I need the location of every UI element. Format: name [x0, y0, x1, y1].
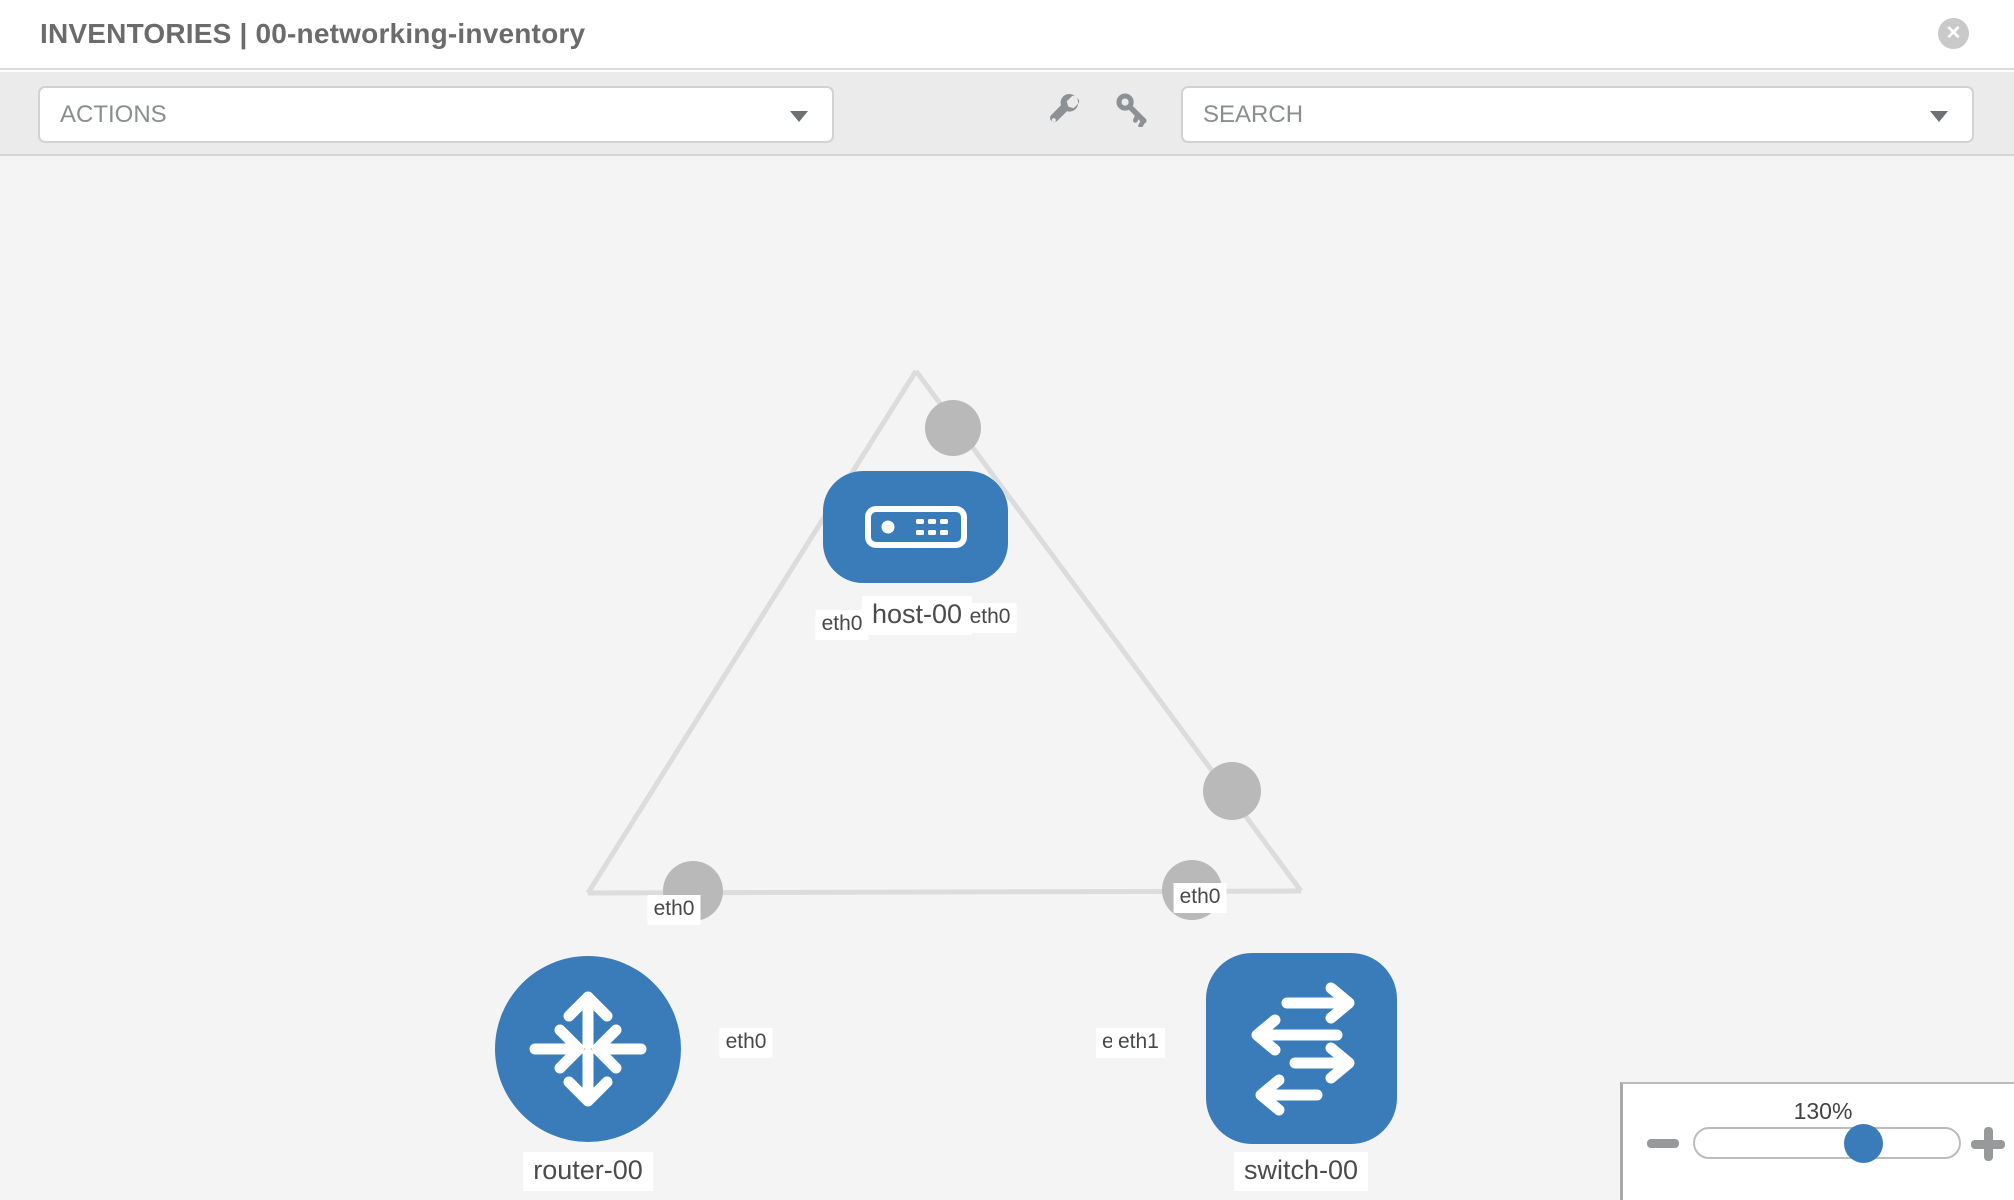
node-switch[interactable] — [1206, 953, 1397, 1144]
search-dropdown-label: SEARCH — [1203, 100, 1304, 128]
node-label-switch[interactable]: switch-00 — [1233, 1152, 1369, 1191]
close-icon: ✕ — [1945, 23, 1962, 44]
iface-label-host-switch-link: eth0 — [1173, 883, 1227, 913]
page-title: INVENTORIES | 00-networking-inventory — [40, 18, 586, 49]
topology-canvas[interactable]: host-00 router-00 switch-00 eth0 eth0 et… — [0, 156, 2014, 1200]
wrench-icon — [1050, 94, 1080, 123]
interface-connector-switch-top[interactable] — [1203, 762, 1261, 820]
actions-dropdown-label: ACTIONS — [60, 100, 167, 128]
node-host[interactable] — [823, 471, 1008, 583]
interface-connector-host[interactable] — [925, 400, 981, 456]
iface-label-host-right: eth0 — [963, 603, 1017, 633]
zoom-in-button[interactable] — [1971, 1127, 2005, 1161]
tools-button[interactable] — [1040, 84, 1090, 134]
key-icon — [1116, 93, 1147, 127]
links-layer — [585, 369, 1304, 921]
node-label-router[interactable]: router-00 — [523, 1152, 653, 1191]
iface-label-host-router-link: eth0 — [647, 895, 701, 925]
server-icon — [864, 506, 967, 548]
node-label-host[interactable]: host-00 — [861, 596, 973, 635]
search-dropdown[interactable]: SEARCH — [1181, 86, 1974, 143]
router-arrows-icon — [529, 991, 647, 1107]
zoom-level-value: 130% — [1793, 1098, 1853, 1124]
zoom-panel: 130% — [1620, 1082, 2014, 1200]
iface-label-host-left: eth0 — [815, 610, 869, 640]
link-host-router[interactable] — [585, 369, 919, 895]
header-bar: INVENTORIES | 00-networking-inventory ✕ — [0, 0, 2014, 70]
credentials-button[interactable] — [1107, 84, 1157, 134]
actions-dropdown[interactable]: ACTIONS — [38, 86, 834, 143]
zoom-slider-track[interactable] — [1693, 1127, 1961, 1159]
close-button[interactable]: ✕ — [1938, 18, 1969, 49]
zoom-out-button[interactable] — [1647, 1139, 1679, 1148]
switch-arrows-icon — [1251, 982, 1354, 1115]
toolbar: ACTIONS SEARCH — [0, 72, 2014, 156]
chevron-down-icon — [790, 111, 808, 122]
node-router[interactable] — [495, 956, 681, 1142]
chevron-down-icon — [1930, 111, 1948, 122]
iface-label-switch-eth1: eth1 — [1112, 1028, 1165, 1058]
iface-label-router-eth0: eth0 — [719, 1028, 773, 1058]
zoom-slider-handle[interactable] — [1844, 1124, 1883, 1163]
